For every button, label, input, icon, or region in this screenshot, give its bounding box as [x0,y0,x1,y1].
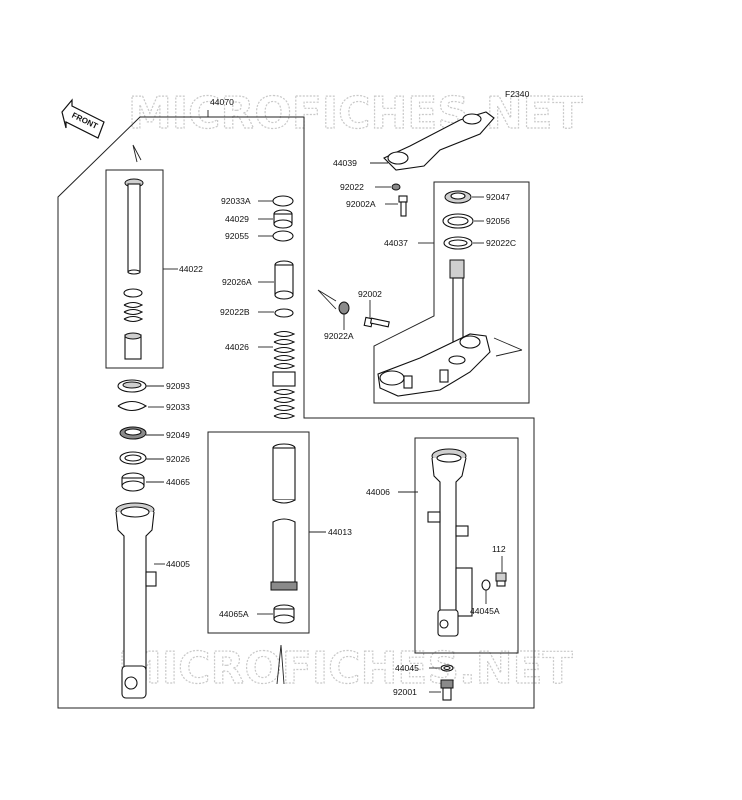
label-92026A: 92026A [222,277,252,287]
label-44029: 44029 [225,214,249,224]
part-44065 [121,472,145,492]
watermark-top: MICROFICHES.NET [128,88,583,139]
part-44029 [273,209,293,229]
part-92002A [398,195,408,217]
part-92049 [119,426,147,440]
watermark-bottom: MICROFICHES.NET [118,643,573,694]
label-112: 112 [492,544,506,554]
part-92022C [443,236,473,250]
part-92033A [272,195,294,207]
label-44022: 44022 [179,264,203,274]
label-92001: 92001 [393,687,417,697]
label-44037: 44037 [384,238,408,248]
part-92056 [442,213,474,229]
part-44005 [115,502,157,699]
label-44013: 44013 [328,527,352,537]
box-44013 [207,431,310,634]
part-92093 [117,379,147,393]
part-92033 [117,400,148,412]
part-92026A [274,260,294,300]
label-92056: 92056 [486,216,510,226]
label-92093: 92093 [166,381,190,391]
label-92022C: 92022C [486,238,516,248]
box-44006 [414,437,519,654]
label-44045A: 44045A [470,606,500,616]
part-92026 [119,451,147,465]
part-92055 [272,230,294,242]
part-92022B [274,308,294,318]
box-44037 [373,181,530,404]
part-44006 [427,448,473,637]
outer-frame [57,116,535,709]
label-44065A: 44065A [219,609,249,619]
label-44005: 44005 [166,559,190,569]
label-44070: 44070 [210,97,234,107]
label-92047: 92047 [486,192,510,202]
part-44037 [377,259,491,397]
label-44065: 44065 [166,477,190,487]
part-44013 [270,443,298,591]
label-92049: 92049 [166,430,190,440]
part-112 [495,572,507,587]
part-92022A [338,301,350,315]
part-44026 [272,330,296,420]
part-92001 [440,679,454,701]
front-arrow-icon: FRONT [61,98,105,139]
label-92002A: 92002A [346,199,376,209]
label-44006: 44006 [366,487,390,497]
direction-mark-icon [493,337,523,357]
label-44026: 44026 [225,342,249,352]
part-44039 [383,111,495,171]
label-44039: 44039 [333,158,357,168]
direction-mark-icon [276,644,285,685]
label-92022B: 92022B [220,307,250,317]
diagram-code: F2340 [505,89,530,99]
label-92002: 92002 [358,289,382,299]
part-92002 [363,316,390,328]
label-92055: 92055 [225,231,249,241]
label-44045: 44045 [395,663,419,673]
part-92022 [391,183,401,191]
direction-mark-icon [317,289,337,310]
label-92022: 92022 [340,182,364,192]
label-92033: 92033 [166,402,190,412]
label-92022A: 92022A [324,331,354,341]
direction-mark-icon [132,144,142,163]
label-92026: 92026 [166,454,190,464]
part-44065A [273,604,295,624]
part-92047 [444,190,472,204]
part-44045A [481,579,491,591]
part-44022 [123,178,144,360]
part-44045 [440,664,454,672]
label-92033A: 92033A [221,196,251,206]
